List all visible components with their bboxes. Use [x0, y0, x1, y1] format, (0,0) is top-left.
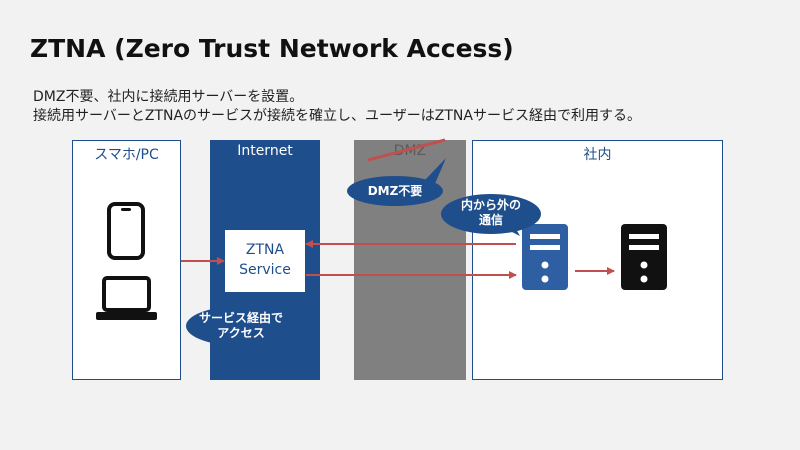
internal-server-icon — [621, 224, 667, 290]
callout-service-access-line-2: アクセス — [217, 326, 265, 340]
ztna-service-line-1: ZTNA — [245, 242, 285, 258]
laptop-icon — [96, 276, 157, 320]
smartphone-icon — [107, 202, 145, 260]
callout-inside-to-outside-line-2: 通信 — [478, 213, 503, 227]
callout-service-access-line-1: サービス経由で — [198, 311, 283, 325]
zone-internal-label: 社内 — [583, 147, 612, 163]
dmz-strike-line — [367, 138, 446, 162]
slide-title: ZTNA (Zero Trust Network Access) — [30, 34, 514, 63]
callout-inside-to-outside: 内から外の 通信 — [441, 194, 541, 234]
callout-dmz-unnecessary-text: DMZ不要 — [367, 184, 423, 198]
connector-server-icon — [522, 224, 568, 290]
subtitle-line-1: DMZ不要、社内に接続用サーバーを設置。 — [33, 89, 304, 105]
ztna-service-line-2: Service — [239, 262, 291, 278]
slide-subtitle: DMZ不要、社内に接続用サーバーを設置。 接続用サーバーとZTNAのサービスが接… — [33, 88, 641, 126]
zone-internal: 社内 — [472, 140, 723, 380]
ztna-service-box: ZTNA Service — [225, 230, 305, 292]
subtitle-line-2: 接続用サーバーとZTNAのサービスが接続を確立し、ユーザーはZTNAサービス経由… — [33, 108, 641, 124]
zone-internet-label: Internet — [237, 143, 293, 159]
callout-inside-to-outside-line-1: 内から外の — [460, 198, 521, 212]
dmz-bubble-tail — [425, 158, 446, 186]
zone-phone-pc-label: スマホ/PC — [94, 147, 159, 163]
callout-dmz-unnecessary: DMZ不要 — [347, 176, 443, 206]
callout-service-access: サービス経由で アクセス — [186, 306, 296, 346]
